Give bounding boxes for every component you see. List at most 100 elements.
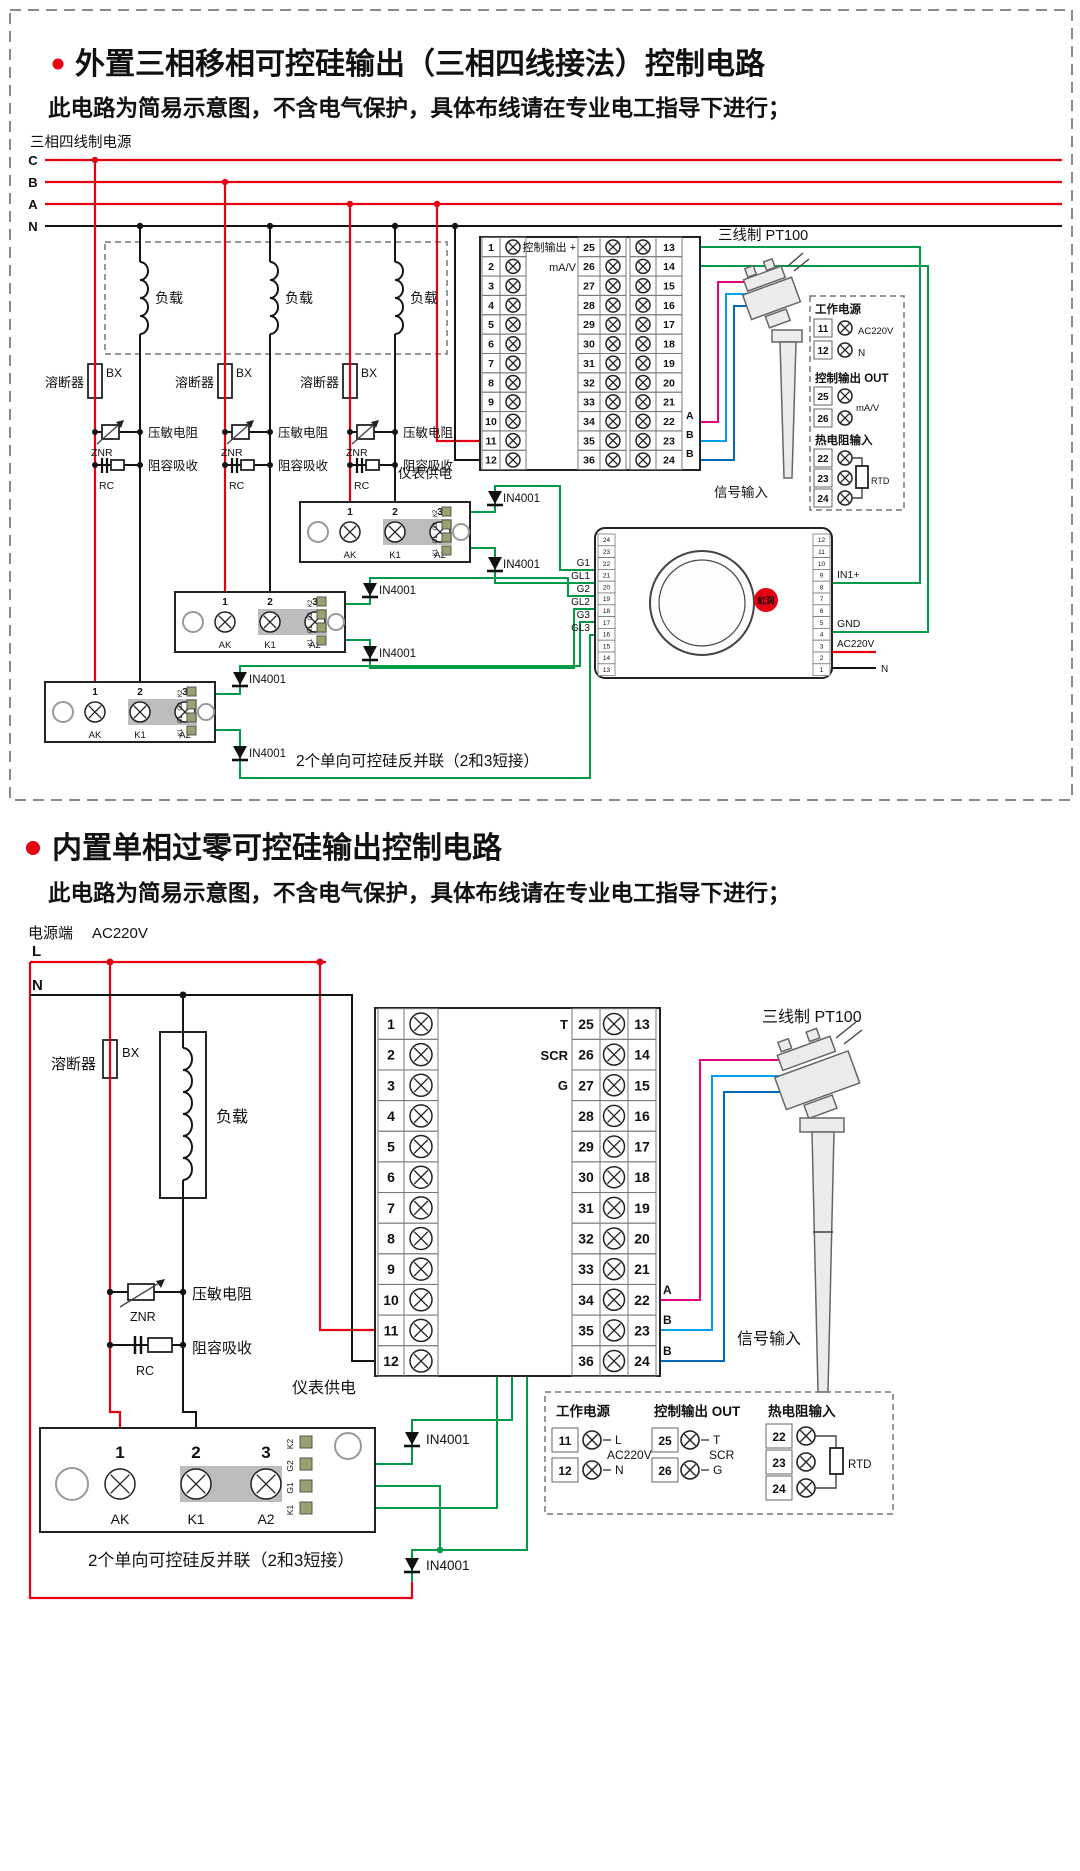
panel-terminal: 24 <box>817 494 829 505</box>
terminal-number: 8 <box>488 377 494 389</box>
rtd-symbol-label: RTD <box>871 476 890 486</box>
mounting-hole <box>307 521 329 543</box>
znr-label: ZNR <box>91 447 113 459</box>
pt100-sensor <box>741 252 810 479</box>
phase-label-n: N <box>28 219 37 234</box>
terminal-number: 35 <box>578 1322 594 1338</box>
controller-dial <box>649 550 755 656</box>
rtd-symbol-label: RTD <box>848 1459 871 1471</box>
terminal-number: 6 <box>488 339 494 351</box>
gate-terminal-label: K1 <box>308 638 314 646</box>
controller-terminal-number: 13 <box>603 667 611 674</box>
rc-label: RC <box>99 480 115 492</box>
load-coil <box>269 261 279 335</box>
znr-label: ZNR <box>221 447 243 459</box>
mounting-hole <box>452 523 470 541</box>
module-terminal-number: 3 <box>182 687 188 698</box>
terminal-number: 7 <box>488 358 494 370</box>
controller-terminal-cell <box>812 663 831 676</box>
terminal-number: 25 <box>578 1016 594 1032</box>
rc-snubber-label: 阻容吸收 <box>403 458 454 473</box>
panel-terminal: 25 <box>658 1434 672 1448</box>
power-terminal-label: 电源端 <box>28 925 73 942</box>
module-terminal-label: A2 <box>257 1511 274 1527</box>
controller-terminal-number: 12 <box>818 537 826 544</box>
rc-label: RC <box>229 480 245 492</box>
mav-label: mA/V <box>856 403 880 414</box>
diode-label: IN4001 <box>249 674 286 686</box>
bullet-icon <box>52 58 64 70</box>
instrument-power-wire <box>318 962 375 1332</box>
terminal-number: 20 <box>663 377 675 389</box>
gate-terminal-label: G2 <box>178 702 184 711</box>
terminal-number: 28 <box>583 300 595 312</box>
section2-title: 内置单相过零可控硅输出控制电路 <box>52 832 503 865</box>
rc-snubber-label: 阻容吸收 <box>148 458 199 473</box>
control-output-label: 控制输出 + <box>523 240 576 254</box>
gate-terminal-label: K1 <box>178 728 184 736</box>
panel-terminal: 22 <box>772 1430 786 1444</box>
controller-terminal-number: 3 <box>820 643 824 650</box>
rtd-wire-a <box>700 281 752 423</box>
load-group-box <box>104 241 448 355</box>
panel-terminal: 12 <box>558 1464 572 1478</box>
terminal-number: 19 <box>663 358 675 370</box>
controller-terminal-number: 17 <box>603 620 611 627</box>
load-label: 负载 <box>410 290 438 306</box>
gate-label-g2: G2 <box>577 584 591 595</box>
rtd-b-label: B <box>686 429 694 441</box>
pt100-sensor <box>773 1021 863 1393</box>
load-coil <box>139 261 149 335</box>
terminal-number: 26 <box>583 261 595 273</box>
terminal-cell <box>627 1345 657 1377</box>
mounting-hole <box>55 1467 89 1501</box>
gate-label-g3: G3 <box>577 610 591 621</box>
load-label: 负载 <box>285 290 313 306</box>
signal-input-label: 信号输入 <box>714 485 768 500</box>
t-label: T <box>713 1433 721 1447</box>
section1-title: 外置三相移相可控硅输出（三相四线接法）控制电路 <box>75 47 766 81</box>
panel-terminal: 25 <box>817 392 829 403</box>
module-terminal-number: 3 <box>261 1443 270 1462</box>
gate-terminal-pad <box>316 635 327 646</box>
terminal-number: 26 <box>578 1047 594 1063</box>
phase-shift-trigger-controller: 虹润 2423222120191817161514131211109876543… <box>594 527 833 679</box>
rtd-wire-a <box>660 1059 780 1301</box>
panel-terminal: 12 <box>817 346 829 357</box>
varistor-label: 压敏电阻 <box>192 1286 252 1303</box>
mounting-hole <box>327 613 345 631</box>
neutral-label: N <box>858 348 865 359</box>
terminal-number: 11 <box>485 435 496 447</box>
terminal-number: 31 <box>578 1200 594 1216</box>
terminal-number: 21 <box>634 1261 650 1277</box>
terminal-number: 31 <box>583 358 595 370</box>
module-terminal-label: A2 <box>434 550 446 561</box>
diode-label: IN4001 <box>503 559 540 571</box>
module-terminal-number: 3 <box>437 507 443 518</box>
terminal-number: 10 <box>383 1292 399 1308</box>
gate-terminal-label: K1 <box>285 1505 295 1516</box>
module-terminal-number: 2 <box>392 507 398 518</box>
module-terminal-label: A2 <box>309 640 321 651</box>
terminal-number: 16 <box>634 1108 650 1124</box>
work-power-header: 工作电源 <box>815 302 861 316</box>
panel-terminal: 22 <box>817 454 829 465</box>
terminal-number: 7 <box>387 1200 395 1216</box>
rtd-b2-label: B <box>686 448 694 460</box>
terminal-number: 3 <box>488 281 494 293</box>
rtd-b2-label: B <box>663 1344 672 1358</box>
rtd-a-label: A <box>663 1283 672 1297</box>
controller-terminal-number: 9 <box>820 573 824 580</box>
ctrl-out-header: 控制输出 OUT <box>654 1403 741 1419</box>
gate-terminal-label: K2 <box>433 509 439 517</box>
terminal-number: 16 <box>663 300 675 312</box>
gate-terminal-label: G1 <box>285 1482 295 1494</box>
gate-terminal-pad <box>186 699 197 710</box>
terminal-number: 23 <box>634 1322 650 1338</box>
gate-label-gl2: GL2 <box>571 597 590 608</box>
pt100-label: 三线制 PT100 <box>762 1008 862 1026</box>
control-output-wire <box>626 246 921 584</box>
